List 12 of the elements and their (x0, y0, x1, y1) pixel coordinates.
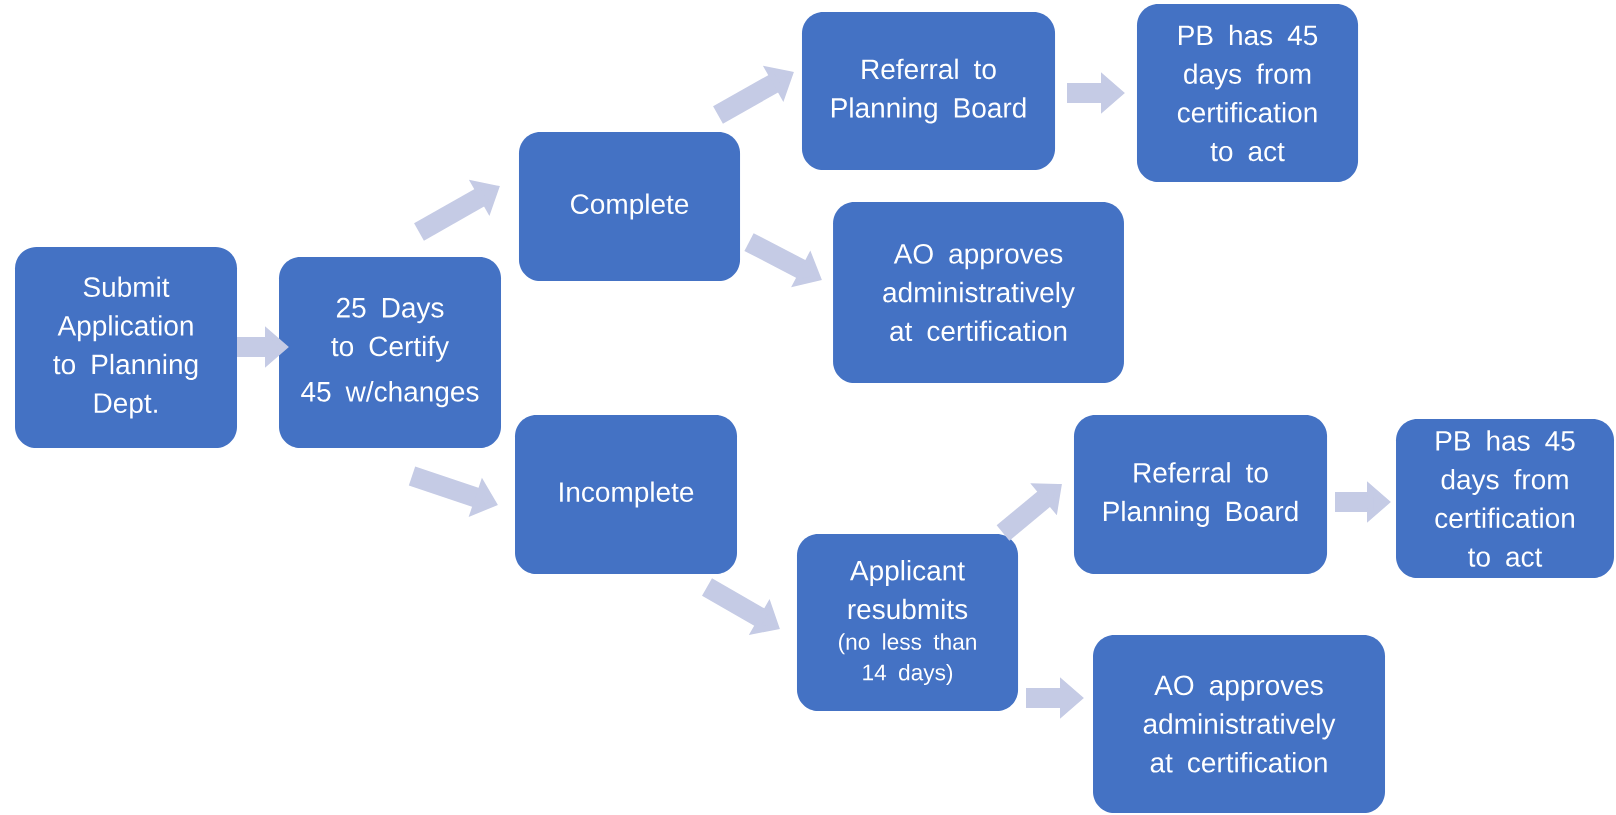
process-box: PB has 45 days from certification to act (1137, 4, 1359, 182)
process-box: Referral to Planning Board (802, 12, 1056, 170)
process-box: Submit Application to Planning Dept. (15, 246, 237, 449)
block-arrow (996, 483, 1062, 541)
process-box: 25 Days to Certify 45 w/changes (279, 257, 501, 448)
process-box: Complete (519, 131, 741, 282)
process-box: AO approves administratively at certification (1093, 635, 1385, 813)
process-box: PB has 45 days from certification to act (1396, 419, 1614, 578)
process-box: AO approves administratively at certification (833, 201, 1124, 384)
process-box: Applicant resubmits (no less than 14 days) (797, 534, 1019, 712)
process-box: Referral to Planning Board (1074, 415, 1328, 574)
process-box: Incomplete (515, 415, 737, 574)
